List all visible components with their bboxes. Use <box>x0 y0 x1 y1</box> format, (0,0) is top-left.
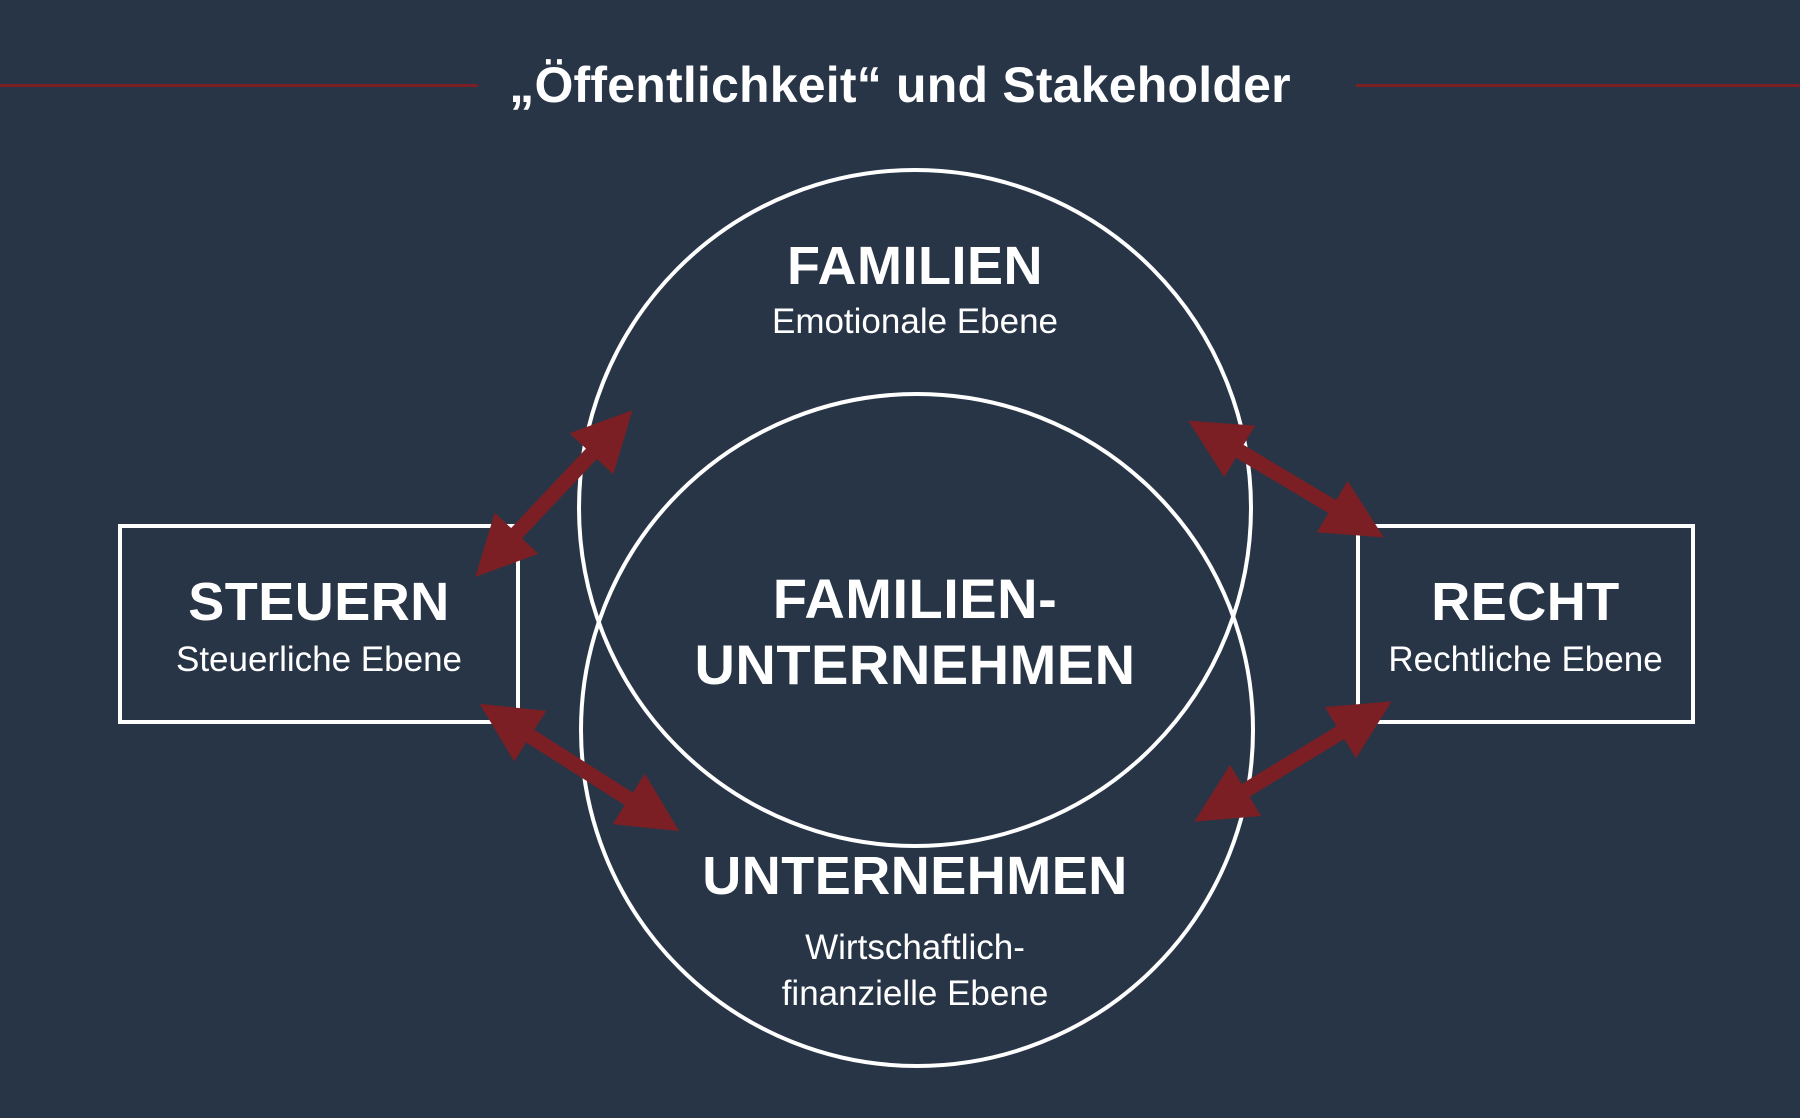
familien-subheading: Emotionale Ebene <box>771 302 1059 341</box>
unternehmen-heading: UNTERNEHMEN <box>702 846 1128 906</box>
title-bar: „Öffentlichkeit“ und Stakeholder <box>0 52 1800 118</box>
steuern-box <box>118 524 520 724</box>
title-rule-right <box>1356 84 1800 87</box>
unternehmen-subheading-line2: finanzielle Ebene <box>781 974 1049 1013</box>
diagram-title: „Öffentlichkeit“ und Stakeholder <box>509 57 1291 113</box>
familien-heading: FAMILIEN <box>787 236 1043 296</box>
title-rule-left <box>0 84 478 87</box>
double-arrow-recht-unternehmen <box>1194 701 1392 822</box>
recht-subheading: Rechtliche Ebene <box>1388 640 1663 679</box>
steuern-heading: STEUERN <box>188 572 450 632</box>
steuern-subheading: Steuerliche Ebene <box>175 640 463 679</box>
overlap-heading-line2: UNTERNEHMEN <box>694 633 1136 696</box>
overlap-heading-line1: FAMILIEN- <box>772 567 1058 630</box>
double-arrow-steuern-familien <box>475 410 633 577</box>
unternehmen-subheading-line1: Wirtschaftlich- <box>805 928 1025 967</box>
double-arrow-steuern-unternehmen <box>479 703 680 832</box>
recht-box <box>1356 524 1695 724</box>
recht-heading: RECHT <box>1431 572 1620 632</box>
double-arrow-recht-familien <box>1188 420 1384 538</box>
